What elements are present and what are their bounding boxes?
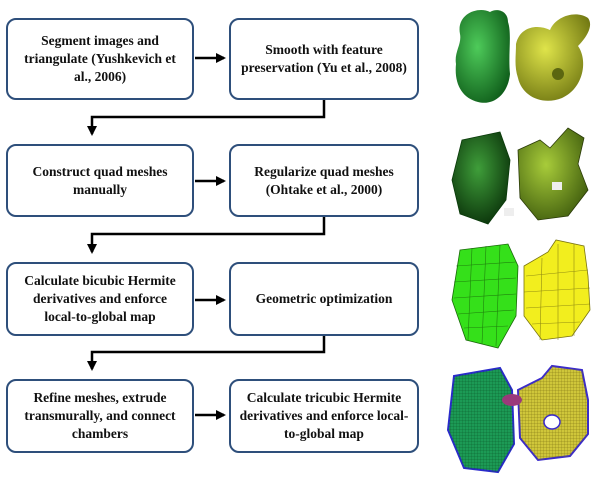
left-quad-surface (451, 131, 511, 225)
heart-render-tricubic (446, 364, 589, 474)
step-bicubic-hermite: Calculate bicubic Hermite derivatives an… (6, 262, 194, 336)
return-connector-3 (87, 336, 326, 371)
right-quad-surface (517, 127, 589, 221)
right-chambers-surface (515, 14, 591, 101)
return-connector-2 (87, 217, 326, 254)
return-connector-1 (87, 100, 326, 136)
heart-render-quad-mesh (451, 127, 589, 225)
heart-render-triangulated (455, 10, 591, 103)
step-geometric-optimization: Geometric optimization (229, 262, 419, 336)
heart-render-hermite (451, 239, 591, 349)
step-tricubic-hermite: Calculate tricubic Hermite derivatives a… (229, 379, 419, 453)
step-segment-triangulate: Segment images and triangulate (Yushkevi… (6, 18, 194, 100)
step-refine-extrude: Refine meshes, extrude transmurally, and… (6, 379, 194, 453)
step-smooth-feature: Smooth with feature preservation (Yu et … (229, 18, 419, 100)
step-construct-quad: Construct quad meshes manually (6, 144, 194, 217)
left-chambers-surface (455, 10, 510, 103)
step-regularize-quad: Regularize quad meshes (Ohtake et al., 2… (229, 144, 419, 217)
